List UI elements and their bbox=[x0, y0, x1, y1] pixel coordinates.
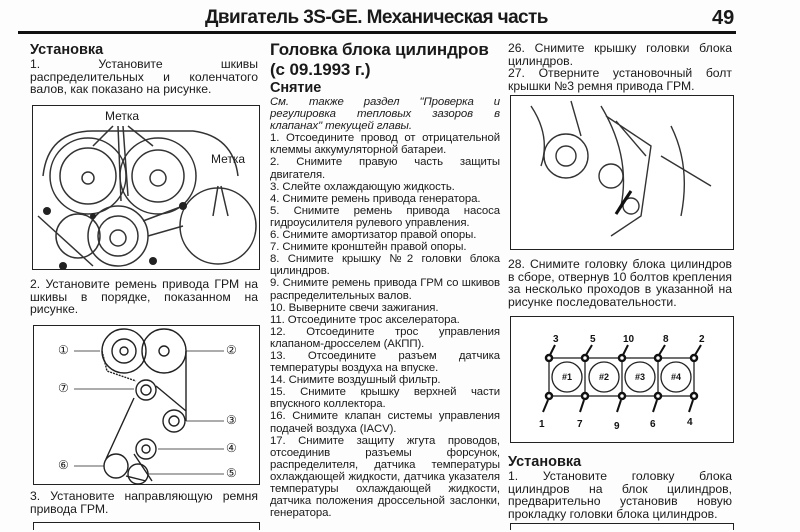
figure-bolt-sequence: 3 5 10 8 2 1 7 9 6 4 #1 #2 #3 #4 bbox=[510, 316, 734, 443]
right-column-step28: 28. Снимите головку блока цилиндров в сб… bbox=[508, 258, 732, 308]
step-text: 11. Отсоедините трос акселератора. bbox=[270, 313, 460, 326]
step-text: 13. Отсоедините разъем датчика температу… bbox=[270, 349, 500, 375]
figure-belt-cover-bolt bbox=[510, 95, 734, 250]
step-text: 2. Установите ремень привода ГРМ на шкив… bbox=[30, 277, 258, 317]
step-text: 28. Снимите головку блока цилиндров в сб… bbox=[508, 257, 732, 309]
step-text: 16. Снимите клапан системы управления по… bbox=[270, 410, 500, 435]
step-text: 1. Установите головку блока цилиндров на… bbox=[508, 469, 732, 521]
left-column-step2: 2. Установите ремень привода ГРМ на шкив… bbox=[30, 278, 258, 316]
figure-belt-guide bbox=[33, 522, 260, 530]
pulley-label: ③ bbox=[226, 413, 237, 427]
section-heading-install: Установка bbox=[508, 454, 582, 470]
belt-routing-drawing bbox=[74, 328, 224, 484]
page-number: 49 bbox=[712, 7, 735, 29]
step-text: 1. Отсоедините провод от отрицательной к… bbox=[270, 132, 500, 157]
figure-timing-belt-routing: ① ② ⑦ ③ ④ ⑥ ⑤ bbox=[33, 325, 260, 485]
figure-label: Метка bbox=[211, 152, 246, 166]
right-column: 26. Снимите крышку головки блока цилиндр… bbox=[508, 42, 732, 92]
figure-head-install bbox=[510, 523, 734, 530]
bolt-number: 2 bbox=[699, 334, 705, 345]
running-header: Двигатель 3S-GE. Механическая часть bbox=[205, 7, 548, 28]
section-heading-install: Установка bbox=[30, 42, 104, 58]
step-text: 1. Установите шкивы распределительных и … bbox=[30, 57, 258, 97]
cross-reference-note: См. также раздел "Проверка и регулировка… bbox=[270, 96, 500, 133]
pulley-label: ④ bbox=[226, 441, 237, 455]
bolt-number: 4 bbox=[687, 417, 693, 428]
bolt-number: 10 bbox=[623, 334, 635, 345]
figure-timing-marks: Метка Метка bbox=[32, 105, 260, 270]
pulley-label: ⑤ bbox=[226, 466, 237, 480]
cylinder-label: #3 bbox=[635, 372, 645, 382]
step-text: 3. Слейте охлаждающую жидкость. bbox=[270, 180, 455, 193]
step-text: 15. Снимите крышку верхней части впускно… bbox=[270, 386, 500, 411]
bolt-number: 6 bbox=[650, 419, 656, 430]
bolt-number: 3 bbox=[553, 334, 559, 345]
left-column: Установка 1. Установите шкивы распредели… bbox=[30, 42, 258, 96]
step-text: 14. Снимите воздушный фильтр. bbox=[270, 374, 441, 387]
step-text: 17. Снимите защиту жгута проводов, отсое… bbox=[270, 434, 500, 520]
pulley-label: ⑦ bbox=[58, 381, 69, 395]
step-text: 10. Выверните свечи зажигания. bbox=[270, 301, 439, 314]
cylinder-label: #1 bbox=[562, 372, 572, 382]
pulley-label: ⑥ bbox=[58, 458, 69, 472]
figure-label: Метка bbox=[105, 109, 140, 123]
step-text: 2. Снимите правую часть защиты двигателя… bbox=[270, 156, 500, 181]
left-column-step3: 3. Установите направляющую ремня привода… bbox=[30, 490, 258, 515]
step-text: 6. Снимите амортизатор правой опоры. bbox=[270, 229, 477, 242]
step-text: 26. Снимите крышку головки блока цилиндр… bbox=[508, 41, 732, 68]
bolt-sequence-drawing: 3 5 10 8 2 1 7 9 6 4 #1 #2 #3 #4 bbox=[539, 334, 705, 432]
header-rule bbox=[18, 31, 736, 34]
step-text: 4. Снимите ремень привода генератора. bbox=[270, 192, 481, 205]
subheading-removal: Снятие bbox=[270, 80, 322, 96]
bolt-number: 7 bbox=[577, 419, 583, 430]
bolt-number: 9 bbox=[614, 421, 620, 432]
bolt-number: 8 bbox=[663, 334, 669, 345]
middle-column: Головка блока цилиндров (с 09.1993 г.) С… bbox=[270, 40, 500, 519]
right-column-install: Установка 1. Установите головку блока ци… bbox=[508, 454, 732, 520]
cylinder-label: #2 bbox=[599, 372, 609, 382]
section-title: Головка блока цилиндров (с 09.1993 г.) bbox=[270, 40, 489, 79]
bolt-number: 1 bbox=[539, 419, 545, 430]
belt-cover-drawing bbox=[530, 100, 712, 237]
timing-marks-drawing bbox=[37, 125, 257, 269]
step-text: 27. Отверните установочный болт крышки №… bbox=[508, 66, 732, 93]
step-text: 8. Снимите крышку №2 головки блока цилин… bbox=[270, 253, 500, 278]
step-text: 12. Отсоедините трос управления клапаном… bbox=[270, 325, 500, 350]
pulley-label: ② bbox=[226, 343, 237, 357]
step-text: 7. Снимите кронштейн правой опоры. bbox=[270, 241, 467, 254]
bolt-number: 5 bbox=[590, 334, 596, 345]
cylinder-label: #4 bbox=[671, 372, 681, 382]
step-text: 5. Снимите ремень привода насоса гидроус… bbox=[270, 204, 500, 229]
step-text: 3. Установите направляющую ремня привода… bbox=[30, 489, 258, 516]
step-text: 9. Снимите ремень привода ГРМ со шкивов … bbox=[270, 277, 500, 302]
pulley-label: ① bbox=[58, 343, 69, 357]
